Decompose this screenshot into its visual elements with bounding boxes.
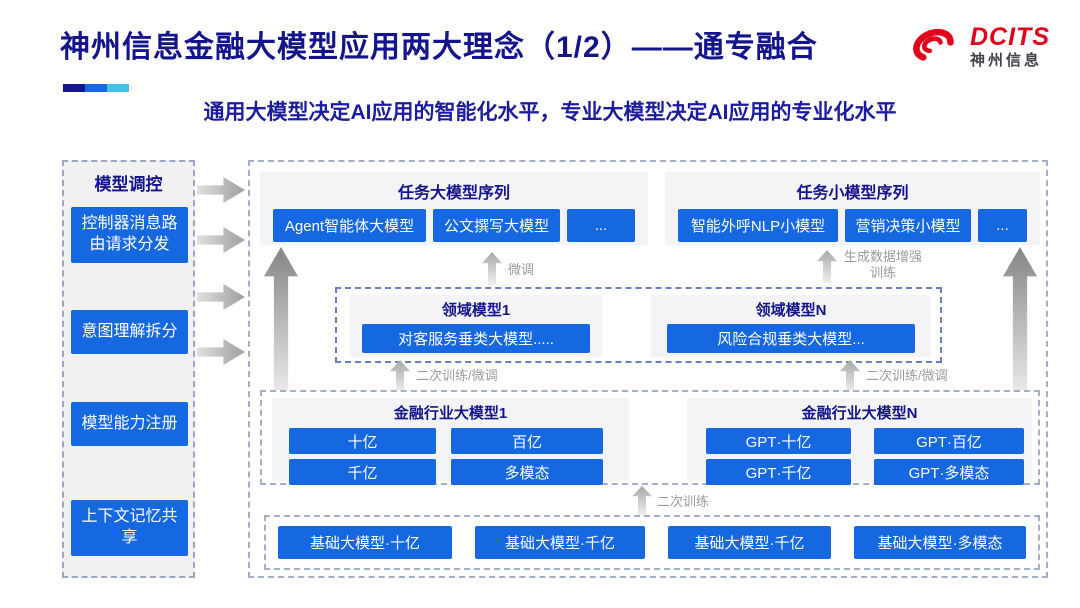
box-base-model-hundred-billion-1: 基础大模型·千亿	[475, 526, 645, 559]
industry-models-container: 金融行业大模型1 十亿 百亿 千亿 多模态 金融行业大模型N GPT·十亿 GP…	[260, 390, 1040, 485]
accent-bar-segment	[85, 84, 107, 92]
model-control-title: 模型调控	[94, 175, 163, 194]
box-base-model-hundred-billion-2: 基础大模型·千亿	[668, 526, 831, 559]
box-task-small-more: ...	[978, 209, 1027, 242]
right-arrow-icon	[197, 339, 245, 365]
box-gpt-hundred-billion: GPT·千亿	[706, 459, 851, 485]
right-arrow-icon	[197, 177, 245, 203]
box-risk-compliance-vertical-model: 风险合规垂类大模型...	[667, 324, 915, 353]
up-arrow-icon	[1003, 247, 1037, 394]
industry-model-1-panel: 金融行业大模型1 十亿 百亿 千亿 多模态	[272, 398, 629, 485]
box-document-writing-model: 公文撰写大模型	[433, 209, 560, 242]
accent-bar-segment	[63, 84, 85, 92]
slide-subtitle: 通用大模型决定AI应用的智能化水平，专业大模型决定AI应用的专业化水平	[203, 101, 897, 124]
base-models-container: 基础大模型·十亿 基础大模型·千亿 基础大模型·千亿 基础大模型·多模态	[264, 515, 1040, 570]
box-task-large-more: ...	[567, 209, 635, 242]
up-arrow-icon	[264, 247, 298, 394]
sidebar-item-capability-registry: 模型能力注册	[71, 402, 188, 446]
domain-models-container: 领域模型1 对客服务垂类大模型..... 领域模型N 风险合规垂类大模型...	[335, 287, 942, 363]
right-arrow-icon	[197, 284, 245, 310]
up-arrow-icon	[390, 360, 410, 393]
domain-model-1-title: 领域模型1	[441, 302, 511, 319]
logo-brand-text: DCITS	[970, 22, 1050, 51]
page-title: 神州信息金融大模型应用两大理念（1/2）——通专融合	[60, 31, 818, 64]
box-gpt-multimodal: GPT·多模态	[874, 459, 1024, 485]
sidebar-item-message-routing: 控制器消息路由请求分发	[71, 207, 188, 263]
up-arrow-icon	[817, 250, 837, 283]
box-gpt-ten-billion: GPT·百亿	[874, 428, 1024, 454]
industry-model-n-title: 金融行业大模型N	[801, 405, 918, 422]
dcits-logo: DCITS 神州信息	[906, 16, 1050, 77]
domain-model-1-panel: 领域模型1 对客服务垂类大模型.....	[350, 295, 602, 357]
box-multimodal: 多模态	[451, 459, 603, 485]
box-gpt-billion: GPT·十亿	[706, 428, 851, 454]
task-large-model-panel: 任务大模型序列 Agent智能体大模型 公文撰写大模型 ...	[260, 172, 648, 245]
domain-model-n-title: 领域模型N	[755, 302, 827, 319]
label-retrain-finetune-right: 二次训练/微调	[866, 368, 948, 383]
box-base-model-multimodal: 基础大模型·多模态	[854, 526, 1026, 559]
box-ten-billion: 百亿	[451, 428, 603, 454]
industry-model-1-title: 金融行业大模型1	[393, 405, 508, 422]
dcits-swirl-icon	[906, 16, 962, 77]
box-customer-service-vertical-model: 对客服务垂类大模型.....	[362, 324, 590, 353]
industry-model-n-panel: 金融行业大模型N GPT·十亿 GPT·百亿 GPT·千亿 GPT·多模态	[687, 398, 1032, 485]
task-small-model-title: 任务小模型序列	[796, 185, 909, 202]
model-architecture-diagram: 任务大模型序列 Agent智能体大模型 公文撰写大模型 ... 任务小模型序列 …	[248, 160, 1048, 578]
box-marketing-decision-model: 营销决策小模型	[845, 209, 971, 242]
label-retrain: 二次训练	[657, 494, 710, 509]
sidebar-item-context-memory: 上下文记忆共享	[71, 500, 188, 556]
up-arrow-icon	[840, 360, 860, 393]
accent-bar-segment	[107, 84, 129, 92]
sidebar-item-intent-parsing: 意图理解拆分	[71, 310, 188, 354]
up-arrow-icon	[482, 252, 502, 285]
up-arrow-icon	[632, 486, 652, 516]
domain-model-n-panel: 领域模型N 风险合规垂类大模型...	[651, 295, 931, 357]
title-accent-bar	[63, 84, 129, 92]
label-fine-tune: 微调	[508, 262, 535, 277]
model-control-panel: 模型调控 控制器消息路由请求分发 意图理解拆分 模型能力注册 上下文记忆共享	[62, 160, 195, 578]
logo-brand-cn-text: 神州信息	[970, 52, 1043, 69]
label-retrain-finetune-left: 二次训练/微调	[416, 368, 498, 383]
box-base-model-billion: 基础大模型·十亿	[278, 526, 452, 559]
box-billion: 十亿	[289, 428, 436, 454]
box-outbound-nlp-model: 智能外呼NLP小模型	[678, 209, 838, 242]
task-large-model-title: 任务大模型序列	[397, 185, 510, 202]
label-data-augment-training: 生成数据增强训练	[843, 249, 922, 281]
task-small-model-panel: 任务小模型序列 智能外呼NLP小模型 营销决策小模型 ...	[665, 172, 1040, 245]
right-arrow-icon	[197, 227, 245, 253]
box-hundred-billion: 千亿	[289, 459, 436, 485]
box-agent-large-model: Agent智能体大模型	[273, 209, 426, 242]
